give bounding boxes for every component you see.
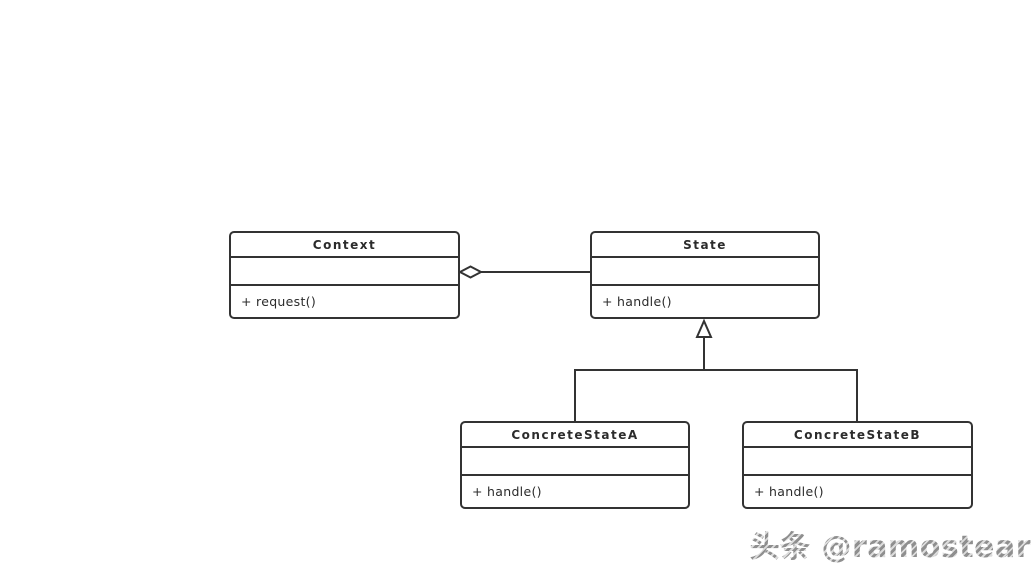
- class-attributes-context: [231, 258, 458, 286]
- class-attributes-state: [592, 258, 818, 286]
- aggregation-connector: [457, 265, 590, 279]
- class-name-concrete-state-b: ConcreteStateB: [744, 423, 971, 448]
- generalization-connector: [574, 318, 858, 421]
- class-attributes-concrete-state-b: [744, 448, 971, 476]
- class-method-context: + request(): [241, 294, 317, 309]
- class-attributes-concrete-state-a: [462, 448, 688, 476]
- class-box-concrete-state-b: ConcreteStateB + handle(): [742, 421, 973, 509]
- watermark: 头条 @ramostear: [750, 522, 1031, 566]
- class-method-concrete-state-a: + handle(): [472, 484, 542, 499]
- class-method-state: + handle(): [602, 294, 672, 309]
- generalization-triangle-icon: [695, 318, 713, 338]
- aggregation-diamond-icon: [457, 265, 484, 279]
- class-method-concrete-state-b: + handle(): [754, 484, 824, 499]
- class-box-concrete-state-a: ConcreteStateA + handle(): [460, 421, 690, 509]
- class-name-concrete-state-a: ConcreteStateA: [462, 423, 688, 448]
- class-box-context: Context + request(): [229, 231, 460, 319]
- class-box-state: State + handle(): [590, 231, 820, 319]
- class-name-context: Context: [231, 233, 458, 258]
- class-name-state: State: [592, 233, 818, 258]
